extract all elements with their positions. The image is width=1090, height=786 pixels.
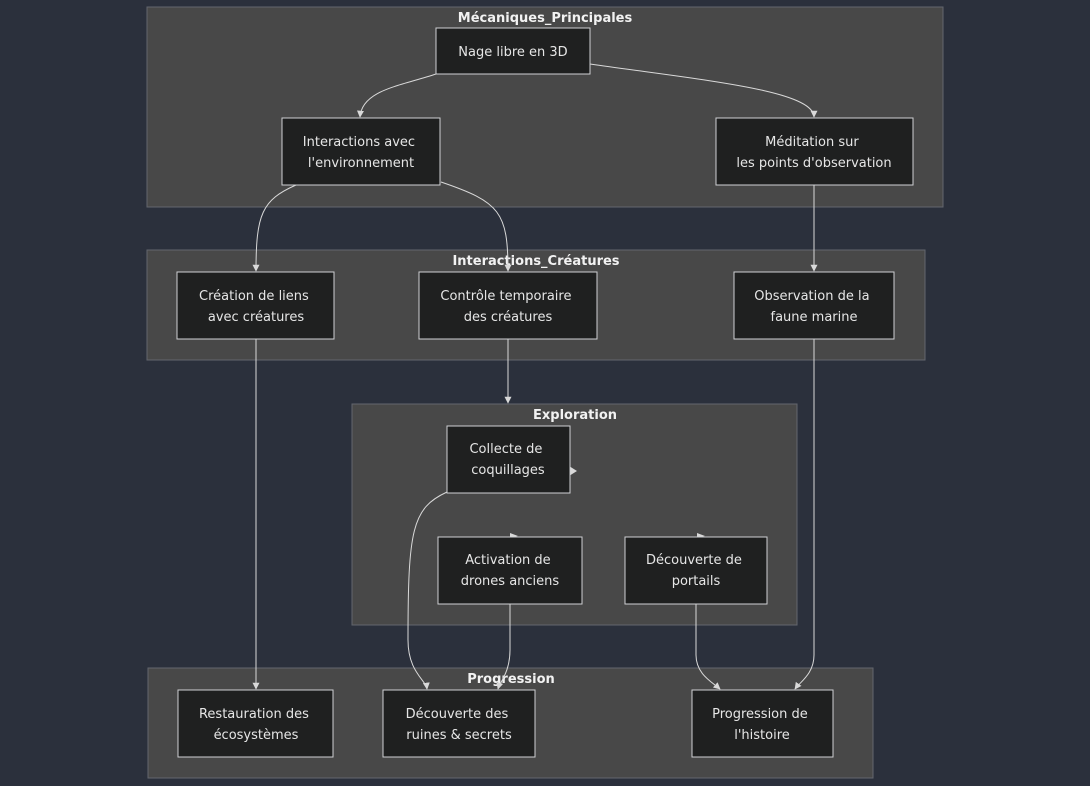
node-nage-libre[interactable]: Nage libre en 3D — [435, 27, 591, 75]
edge-interactions-controle — [440, 181, 512, 272]
edge-interactions-liens — [252, 184, 297, 272]
node-progression-histoire[interactable]: Progression de l'histoire — [691, 689, 834, 758]
edge-nage-meditation — [589, 63, 818, 118]
cluster-label: Exploration — [533, 408, 617, 423]
node-label-line: Découverte de — [646, 553, 742, 568]
edge-portails-histoire — [695, 603, 721, 690]
node-decouverte-ruines[interactable]: Découverte des ruines & secrets — [382, 689, 536, 758]
edge-drones-ruines — [496, 603, 511, 690]
stray-arrowhead — [569, 466, 577, 476]
node-observation-faune[interactable]: Observation de la faune marine — [733, 271, 895, 340]
node-label-line: l'environnement — [308, 156, 414, 171]
node-restauration-ecosystemes[interactable]: Restauration des écosystèmes — [177, 689, 334, 758]
edge-nage-interactions — [356, 73, 437, 118]
node-label-line: Interactions avec — [303, 135, 415, 150]
node-label-line: les points d'observation — [736, 156, 891, 171]
node-label-line: Découverte des — [406, 707, 509, 722]
node-label-line: Observation de la — [754, 289, 869, 304]
node-label-line: Création de liens — [199, 289, 309, 304]
node-meditation[interactable]: Méditation sur les points d'observation — [715, 117, 914, 186]
svg-text:Contrôle temporaire des: Contrôle temporaire des créatures — [440, 289, 575, 325]
svg-text:Observation de la faune: Observation de la faune marine — [754, 289, 873, 325]
node-controle-temporaire[interactable]: Contrôle temporaire des créatures — [418, 271, 598, 340]
node-label-line: avec créatures — [208, 310, 305, 325]
svg-text:Interactions avec l'envi: Interactions avec l'environnement — [303, 135, 419, 171]
node-label-line: écosystèmes — [214, 728, 299, 743]
node-label-line: drones anciens — [461, 574, 560, 589]
cluster-label: Interactions_Créatures — [452, 254, 619, 269]
svg-text:Collecte de coquillages: Collecte de coquillages — [469, 442, 546, 478]
node-label-line: faune marine — [771, 310, 858, 325]
svg-text:Restauration des écosyst: Restauration des écosystèmes — [199, 707, 313, 743]
svg-text:Progression de l'histoir: Progression de l'histoire — [712, 707, 812, 743]
node-collecte-coquillages[interactable]: Collecte de coquillages — [446, 425, 571, 494]
node-label-line: l'histoire — [734, 728, 790, 743]
node-label-line: Activation de — [465, 553, 550, 568]
node-interactions-environnement[interactable]: Interactions avec l'environnement — [281, 117, 441, 186]
node-label-line: Contrôle temporaire — [440, 289, 571, 304]
node-creation-liens[interactable]: Création de liens avec créatures — [176, 271, 335, 340]
node-label-line: Méditation sur — [765, 135, 859, 150]
node-activation-drones[interactable]: Activation de drones anciens — [437, 536, 583, 605]
svg-text:Découverte de portails: Découverte de portails — [646, 553, 746, 589]
node-label-line: Nage libre en 3D — [458, 45, 567, 60]
node-label-line: Collecte de — [469, 442, 542, 457]
edge-coquillages-ruines — [407, 491, 448, 690]
node-label-line: coquillages — [471, 463, 545, 478]
node-label-line: ruines & secrets — [406, 728, 512, 743]
svg-text:Nage libre en 3D: Nage libre en 3D — [458, 45, 567, 60]
svg-text:Activation de drones anc: Activation de drones anciens — [461, 553, 560, 589]
node-label-line: des créatures — [464, 310, 553, 325]
cluster-label: Progression — [467, 672, 555, 687]
svg-text:Méditation sur les point: Méditation sur les points d'observation — [736, 135, 891, 171]
node-decouverte-portails[interactable]: Découverte de portails — [624, 536, 768, 605]
svg-text:Création de liens avec c: Création de liens avec créatures — [199, 289, 313, 325]
edge-observation-histoire — [794, 339, 815, 690]
node-label-line: Progression de — [712, 707, 808, 722]
node-label-line: portails — [672, 574, 721, 589]
svg-text:Découverte des ruines &: Découverte des ruines & secrets — [406, 707, 513, 743]
node-label-line: Restauration des — [199, 707, 309, 722]
cluster-label: Mécaniques_Principales — [458, 11, 633, 26]
